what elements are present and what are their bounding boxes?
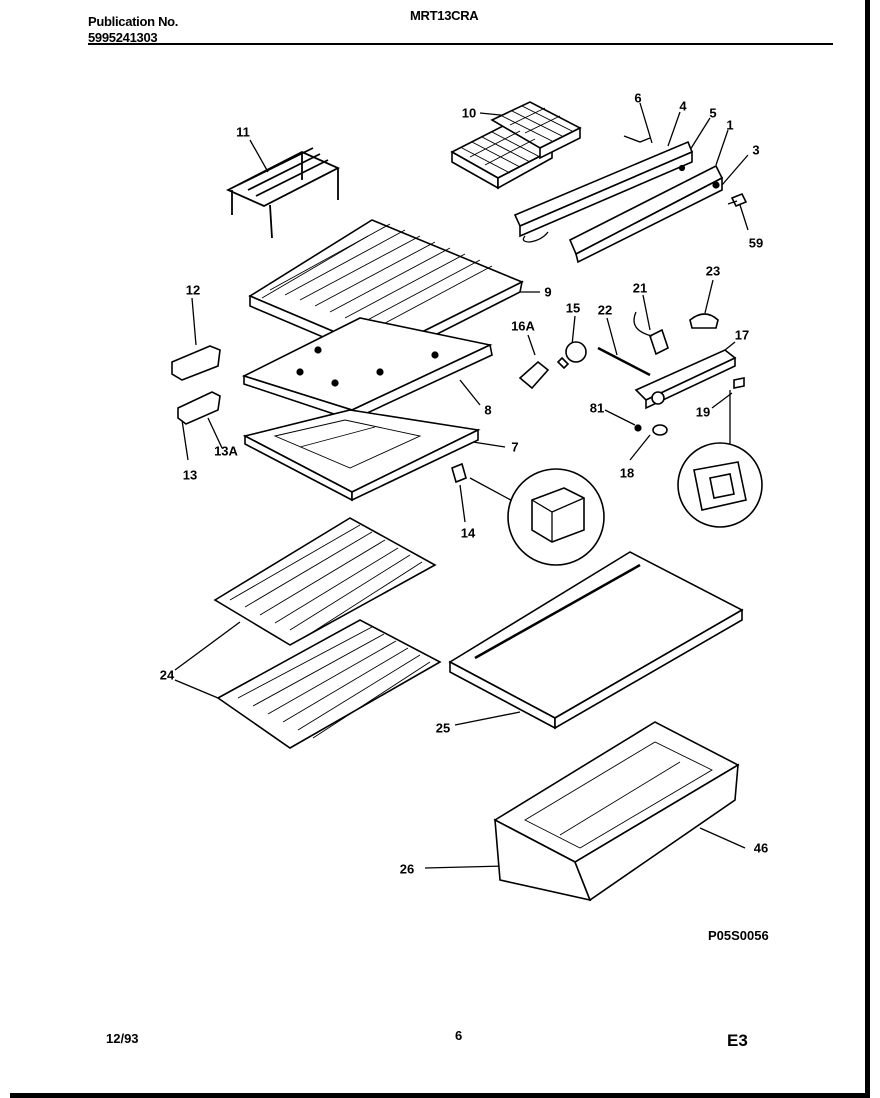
lower-shelf <box>242 409 481 502</box>
callout-16a: 16A <box>511 318 535 334</box>
callout-18: 18 <box>619 465 635 481</box>
ice-cube-trays <box>450 101 582 190</box>
footer-section: E3 <box>727 1031 748 1050</box>
leader-lines <box>174 102 749 869</box>
publication-label: Publication No. <box>88 14 179 29</box>
callout-19: 19 <box>695 404 711 420</box>
callout-8: 8 <box>484 402 492 418</box>
callout-22: 22 <box>597 302 613 318</box>
callout-21: 21 <box>632 280 648 296</box>
door-bins <box>171 345 221 425</box>
callout-9: 9 <box>544 284 552 300</box>
callout-10: 10 <box>461 105 477 121</box>
shelf-frame <box>241 317 493 422</box>
freezer-rails <box>513 135 748 264</box>
callout-25: 25 <box>435 720 451 736</box>
callout-14: 14 <box>460 525 476 541</box>
callout-12: 12 <box>185 282 201 298</box>
callout-1: 1 <box>726 117 734 133</box>
callout-6: 6 <box>634 90 642 106</box>
footer-date: 12/93 <box>106 1031 139 1046</box>
callout-13: 13 <box>182 467 198 483</box>
control-components <box>597 311 745 436</box>
callout-24: 24 <box>159 667 175 683</box>
figure-id: P05S0056 <box>708 928 769 943</box>
callout-26: 26 <box>399 861 415 877</box>
callout-81: 81 <box>589 400 605 416</box>
footer-page: 6 <box>455 1028 463 1043</box>
callout-13a: 13A <box>214 443 238 459</box>
header-rule <box>88 43 833 45</box>
publication-number: 5995241303 <box>88 30 158 45</box>
callout-46: 46 <box>753 840 769 856</box>
callout-15: 15 <box>565 300 581 316</box>
callout-59: 59 <box>748 235 764 251</box>
model-number: MRT13CRA <box>410 8 479 23</box>
fan-switch-detail <box>677 442 763 528</box>
callout-17: 17 <box>734 327 750 343</box>
callout-7: 7 <box>511 439 519 455</box>
callout-5: 5 <box>709 105 717 121</box>
callout-4: 4 <box>679 98 687 114</box>
lamp-socket-and-bulb <box>518 341 587 390</box>
shelf-support-rack <box>225 147 341 239</box>
switch-detail <box>451 462 605 566</box>
crisper-drawer <box>493 721 740 902</box>
callout-3: 3 <box>752 142 760 158</box>
callout-11: 11 <box>236 124 250 140</box>
glass-shelf <box>448 551 744 730</box>
callout-23: 23 <box>705 263 721 279</box>
page-border <box>10 0 870 1098</box>
wire-shelves <box>213 517 442 749</box>
